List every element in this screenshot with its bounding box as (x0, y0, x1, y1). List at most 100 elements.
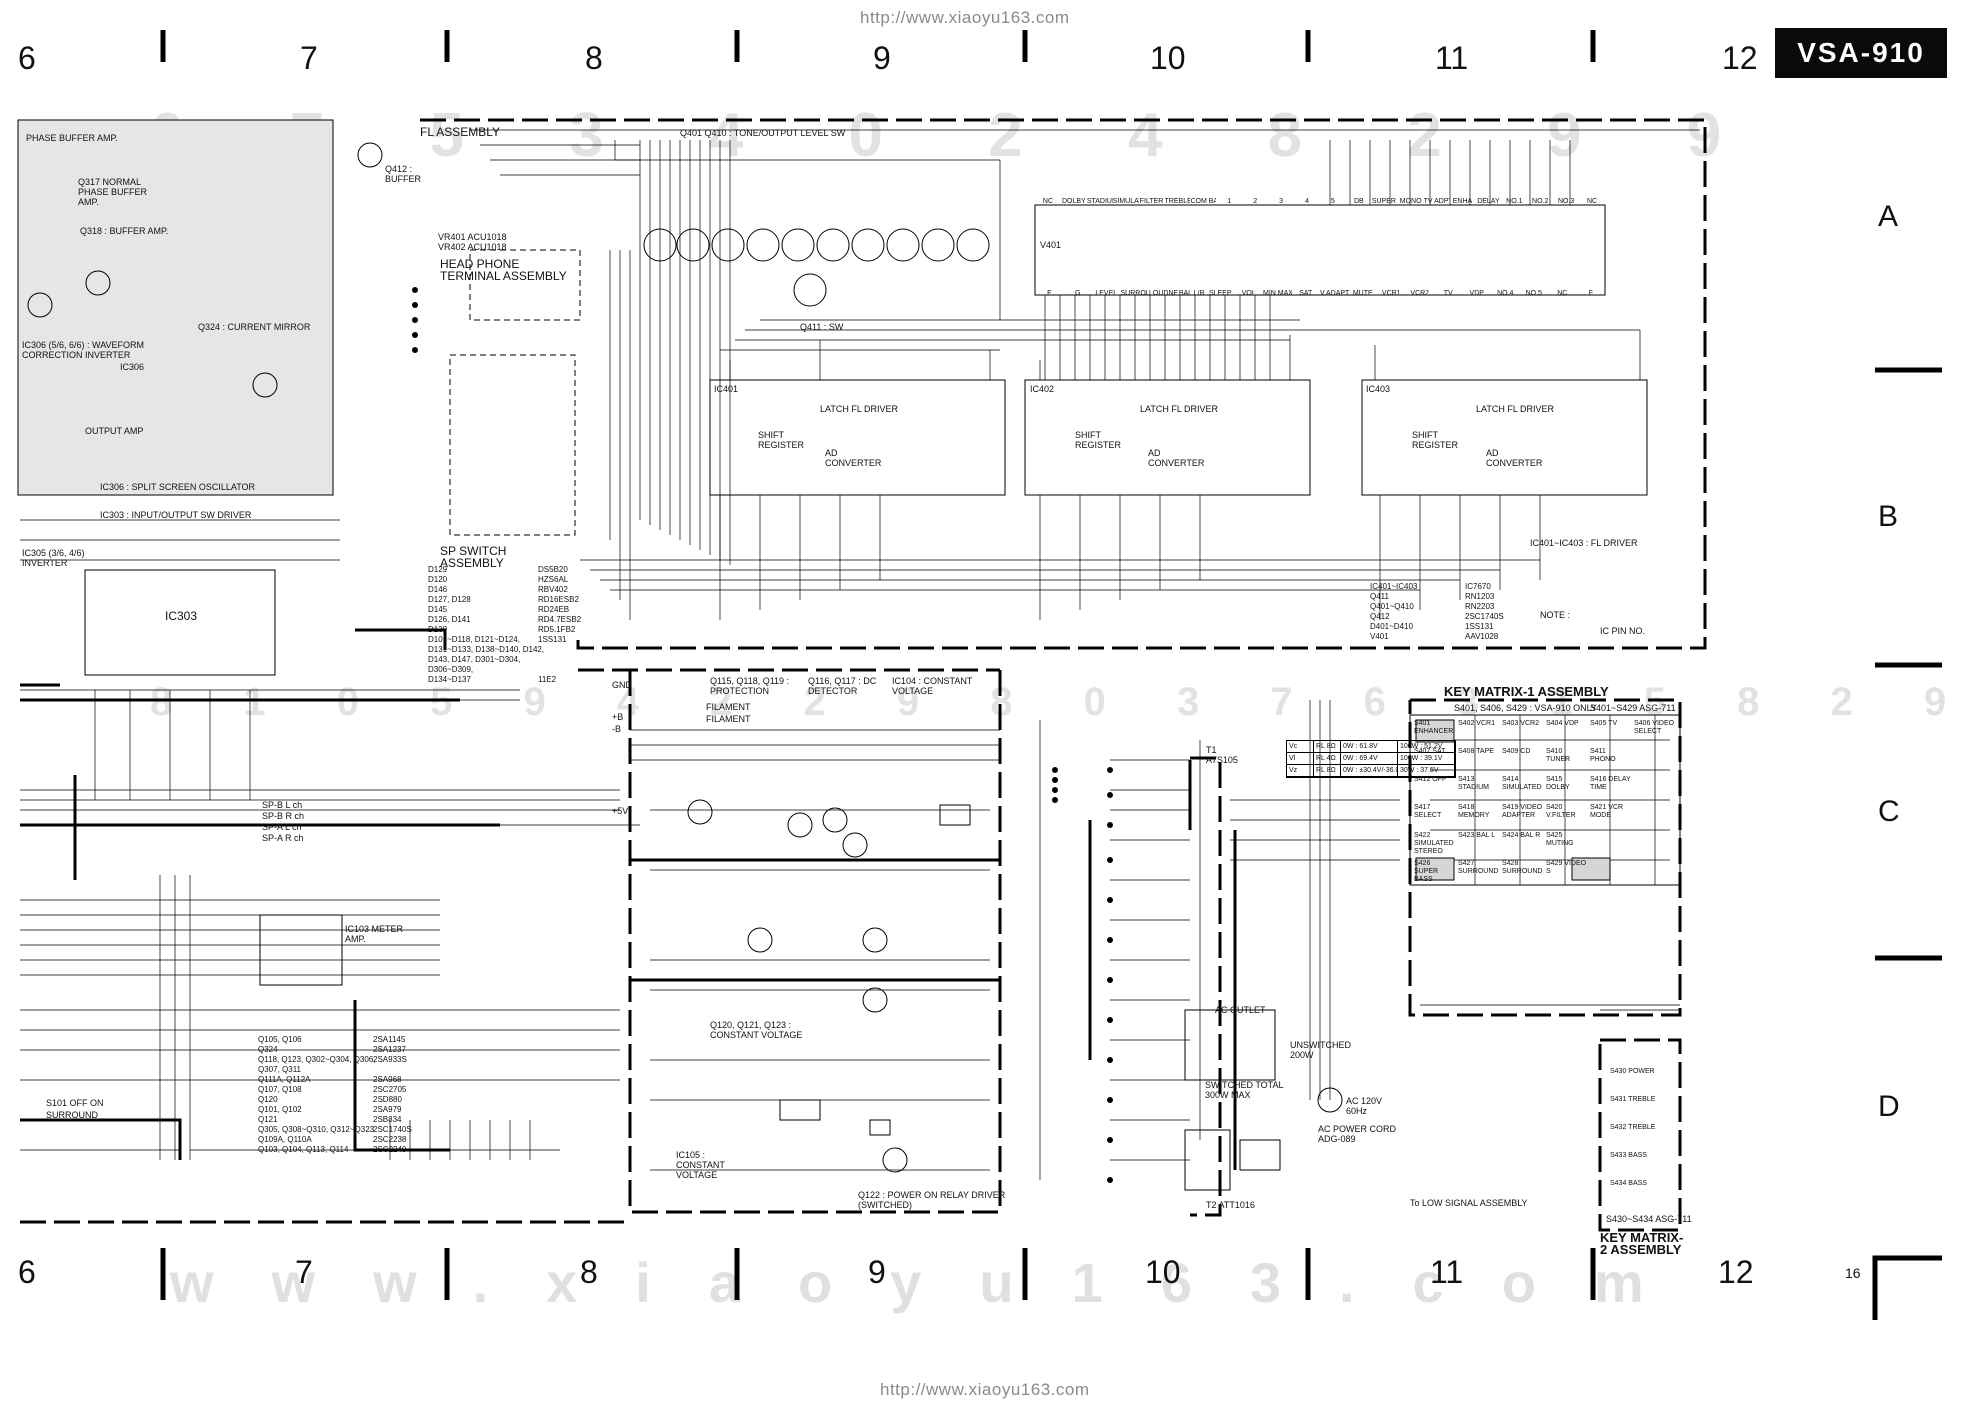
tube-pin: FILTER (1139, 198, 1164, 205)
row-c: C (1878, 795, 1900, 828)
part-number: HZS6AL (538, 575, 569, 584)
voltage-cell: Vl (1287, 753, 1314, 764)
part-ref: Q101, Q102 (258, 1105, 302, 1114)
part-ref: D145 (428, 605, 448, 614)
key-switch: S420 V.FILTER (1546, 804, 1576, 819)
part-ref: IC401~IC403 (1370, 582, 1418, 591)
key-switch: S423 BAL L (1458, 832, 1496, 839)
t2-label: T2 ATT1016 (1206, 1200, 1255, 1210)
key-switch: S422 SIMULATED STEREO (1414, 832, 1454, 855)
part-number: 2SB834 (373, 1115, 402, 1124)
row-b: B (1878, 500, 1899, 533)
ac-120-label: AC 120V 60Hz (1346, 1096, 1383, 1116)
ic402-label: IC402 (1030, 384, 1055, 394)
col-top-7: 7 (300, 40, 318, 76)
ic303-label: IC303 (165, 609, 198, 623)
part-number: 2SA933S (373, 1055, 407, 1064)
key-matrix-2-part: S430~S434 ASG-711 (1606, 1214, 1692, 1224)
parts-row: V401 AAV1028 (1370, 632, 1504, 642)
part-ref: Q107, Q108 (258, 1085, 302, 1094)
tube-pin: SUPER B (1371, 198, 1398, 205)
part-ref: Q307, Q311 (258, 1065, 301, 1074)
top-url[interactable]: http://www.xiaoyu163.com (860, 8, 1070, 27)
tube-pin: F (1588, 290, 1593, 297)
part-ref: V401 (1370, 632, 1389, 641)
low-signal-label: To LOW SIGNAL ASSEMBLY (1410, 1198, 1528, 1208)
tube-pin: SIMULATED (1112, 198, 1139, 205)
col-top-11: 11 (1435, 40, 1469, 76)
part-number: 2SC2238 (373, 1135, 407, 1144)
key-switch: S406 VIDEO SELECT (1634, 720, 1675, 735)
key-switch: S402 VCR1 (1458, 720, 1495, 727)
col-top-8: 8 (585, 40, 603, 76)
key-switch: S416 DELAY TIME (1590, 776, 1631, 791)
part-ref: Q103, Q104, Q113, Q114 (258, 1145, 349, 1154)
tube-pin: DOLBY (1061, 198, 1086, 205)
col-bot-8: 8 (580, 1254, 598, 1290)
part-number: 2SC1740S (1465, 612, 1504, 621)
parts-row: Q101, Q102 2SA979 (258, 1105, 412, 1115)
tube-pin: F (1047, 290, 1052, 297)
sp-switch-label: SP SWITCH ASSEMBLY (440, 544, 507, 570)
voltage-cell: 100W : 39.1V (1398, 753, 1455, 764)
fl-driver-label: IC401~IC403 : FL DRIVER (1530, 538, 1638, 548)
part-ref: D134~D137 (428, 675, 471, 684)
tube-pin: NO.3 (1557, 198, 1575, 205)
gnd-line: GND (612, 680, 632, 690)
part-number: 2SA1145 (373, 1035, 406, 1044)
key-matrix-2-label: KEY MATRIX-2 ASSEMBLY (1600, 1230, 1684, 1257)
key-switch: S413 STADIUM (1458, 776, 1489, 791)
parts-row: Q307, Q311 (258, 1065, 412, 1075)
part-number: RN1203 (1465, 592, 1495, 601)
tube-pin: 5 (1331, 198, 1335, 205)
key-switch: S401 ENHANCER (1414, 720, 1454, 735)
part-ref: Q120 (258, 1095, 278, 1104)
voltage-cell: Vc (1287, 741, 1314, 752)
constant-voltage-2-label: Q120, Q121, Q123 : CONSTANT VOLTAGE (710, 1020, 803, 1040)
part-number: RD16ESB2 (538, 595, 579, 604)
key-note-label: S401, S406, S429 : VSA-910 ONLY (1454, 703, 1597, 713)
tube-pin: TV (1443, 290, 1453, 297)
tube-pin: SLEEP (1208, 290, 1232, 297)
split-screen-label: IC306 : SPLIT SCREEN OSCILLATOR (100, 482, 256, 492)
latch-3-label: LATCH FL DRIVER (1476, 404, 1555, 414)
tube-pin: 4 (1305, 198, 1309, 205)
part-number: 2SA979 (373, 1105, 402, 1114)
q412-label: Q412 : BUFFER (385, 164, 421, 184)
tone-output-label: Q401 Q410 : TONE/OUTPUT LEVEL SW (680, 128, 846, 138)
part-ref: Q111A, Q112A (258, 1075, 311, 1084)
part-number: AAV1028 (1465, 632, 1499, 641)
part-number: RD4.7ESB2 (538, 615, 582, 624)
col-top-6: 6 (18, 40, 36, 76)
tube-pin: VOL (1241, 290, 1256, 297)
vr401-label: VR401 ACU1018 (438, 232, 507, 242)
tube-pin: VCR1 (1381, 290, 1401, 297)
tube-pin: VDP (1469, 290, 1484, 297)
dc-detector-label: Q116, Q117 : DC DETECTOR (808, 676, 877, 696)
tube-pin: TV ADPT (1423, 198, 1450, 205)
vr402-label: VR402 ACU1018 (438, 242, 507, 252)
key-switch: S410 TUNER (1546, 748, 1571, 763)
tube-pin: SAT (1299, 290, 1313, 297)
part-ref: D306~D309, (428, 665, 474, 674)
col-bot-7: 7 (295, 1254, 313, 1290)
model-badge: VSA-910 (1775, 28, 1947, 78)
key-switch: S411 PHONO (1590, 748, 1616, 763)
latch-2-label: LATCH FL DRIVER (1140, 404, 1219, 414)
sp-b-lch: SP-B L ch (262, 800, 303, 810)
tube-pin: NC (1557, 290, 1568, 297)
shift-register-1: SHIFT REGISTER (758, 430, 805, 450)
part-ref: D131~D133, D138~D140, D142, (428, 645, 545, 654)
sp-a-rch: SP-A R ch (262, 833, 304, 843)
voltage-cell: 0W : ±30.4V/-36.0V (1343, 765, 1398, 776)
bottom-url[interactable]: http://www.xiaoyu163.com (880, 1380, 1090, 1399)
